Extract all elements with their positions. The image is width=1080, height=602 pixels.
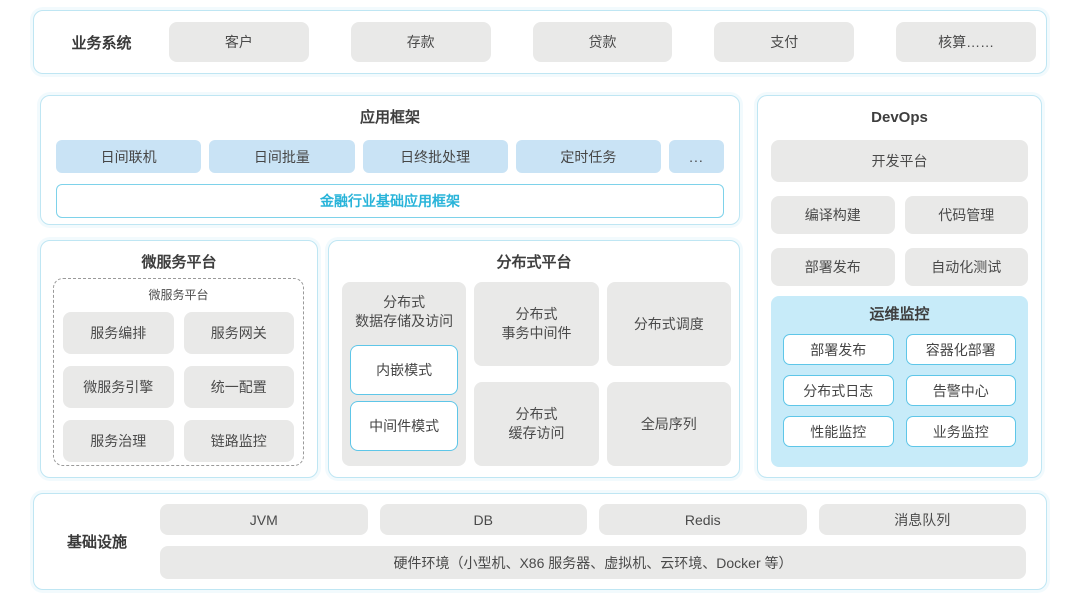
ops-item: 告警中心 (905, 375, 1016, 406)
distributed-storage-title: 分布式 数据存储及访问 (355, 294, 454, 329)
microservice-platform-card: 微服务平台 微服务平台 服务编排 服务网关 微服务引擎 统一配置 服务治理 链路… (40, 240, 318, 478)
app-framework-card: 应用框架 日间联机 日间批量 日终批处理 定时任务 ... 金融行业基础应用框架 (40, 95, 740, 225)
devops-tool: 部署发布 (771, 248, 895, 286)
infrastructure-item: JVM (160, 504, 368, 535)
business-item: 客户 (169, 22, 309, 62)
ops-monitoring-grid: 部署发布 容器化部署 分布式日志 告警中心 性能监控 业务监控 (783, 334, 1016, 447)
distributed-tx-middleware: 分布式 事务中间件 (474, 282, 599, 366)
distributed-storage-column: 分布式 数据存储及访问 内嵌模式 中间件模式 (342, 282, 467, 466)
app-module: 日间联机 (56, 140, 202, 173)
ops-monitoring-panel: 运维监控 部署发布 容器化部署 分布式日志 告警中心 性能监控 业务监控 (771, 296, 1028, 467)
microservice-item: 服务网关 (183, 312, 294, 354)
devops-title: DevOps (871, 109, 928, 126)
business-item: 存款 (350, 22, 491, 62)
ops-item: 性能监控 (783, 416, 894, 447)
microservice-platform-title: 微服务平台 (141, 254, 217, 271)
app-module-ellipsis: ... (669, 140, 724, 173)
storage-mode-middleware: 中间件模式 (350, 401, 459, 451)
storage-mode-embedded: 内嵌模式 (350, 345, 459, 395)
distributed-platform-card: 分布式平台 分布式 数据存储及访问 内嵌模式 中间件模式 分布式 事务中间件 分… (328, 240, 740, 478)
devops-card: DevOps 开发平台 编译构建 代码管理 部署发布 自动化测试 运维监控 部署… (757, 95, 1042, 478)
devops-tool: 编译构建 (771, 196, 895, 234)
dev-platform-box: 开发平台 (771, 140, 1028, 182)
microservice-item: 统一配置 (183, 366, 294, 408)
microservice-item: 服务治理 (63, 420, 174, 462)
distributed-cache-access: 分布式 缓存访问 (474, 382, 599, 466)
ops-monitoring-title: 运维监控 (869, 306, 930, 323)
ops-item: 业务监控 (905, 416, 1016, 447)
business-item: 核算…… (896, 22, 1036, 62)
devops-tools-row: 部署发布 自动化测试 (771, 248, 1028, 286)
business-item: 支付 (714, 22, 855, 62)
infrastructure-row: JVM DB Redis 消息队列 (160, 504, 1026, 535)
app-module: 日终批处理 (362, 140, 508, 173)
microservice-grid: 服务编排 服务网关 微服务引擎 统一配置 服务治理 链路监控 (63, 312, 294, 462)
business-item: 贷款 (532, 22, 673, 62)
infrastructure-content: JVM DB Redis 消息队列 硬件环境（小型机、X86 服务器、虚拟机、云… (160, 504, 1026, 579)
microservice-item: 微服务引擎 (63, 366, 174, 408)
devops-tools-row: 编译构建 代码管理 (771, 196, 1028, 234)
infrastructure-item: DB (379, 504, 587, 535)
ops-item: 容器化部署 (905, 334, 1016, 365)
infrastructure-item: Redis (599, 504, 807, 535)
infrastructure-label: 基础设施 (66, 534, 127, 551)
microservice-item: 链路监控 (183, 420, 294, 462)
business-systems-row: 客户 存款 贷款 支付 核算…… (169, 22, 1036, 62)
microservice-inner-title: 微服务平台 (148, 288, 209, 302)
business-systems-card: 业务系统 客户 存款 贷款 支付 核算…… (33, 10, 1047, 74)
microservice-inner-box: 微服务平台 服务编排 服务网关 微服务引擎 统一配置 服务治理 链路监控 (53, 278, 304, 466)
distributed-platform-title: 分布式平台 (496, 254, 572, 271)
distributed-storage-box: 分布式 数据存储及访问 内嵌模式 中间件模式 (342, 282, 467, 466)
app-module: 定时任务 (515, 140, 661, 173)
infrastructure-item: 消息队列 (818, 504, 1026, 535)
devops-tool: 自动化测试 (904, 248, 1028, 286)
app-module: 日间批量 (209, 140, 355, 173)
ops-item: 部署发布 (783, 334, 894, 365)
distributed-right-column: 分布式调度 全局序列 (606, 282, 731, 466)
business-systems-label: 业务系统 (71, 34, 132, 52)
distributed-middle-column: 分布式 事务中间件 分布式 缓存访问 (474, 282, 599, 466)
distributed-columns: 分布式 数据存储及访问 内嵌模式 中间件模式 分布式 事务中间件 分布式 缓存访… (342, 282, 731, 466)
distributed-global-sequence: 全局序列 (606, 382, 731, 466)
base-app-framework-banner: 金融行业基础应用框架 (56, 184, 724, 218)
hardware-environment-box: 硬件环境（小型机、X86 服务器、虚拟机、云环境、Docker 等） (160, 546, 1026, 579)
app-framework-title: 应用框架 (359, 109, 420, 126)
infrastructure-card: 基础设施 JVM DB Redis 消息队列 硬件环境（小型机、X86 服务器、… (33, 493, 1047, 590)
distributed-scheduler: 分布式调度 (606, 282, 731, 366)
devops-tool: 代码管理 (904, 196, 1028, 234)
ops-item: 分布式日志 (783, 375, 894, 406)
microservice-item: 服务编排 (63, 312, 174, 354)
app-framework-modules: 日间联机 日间批量 日终批处理 定时任务 ... (56, 140, 724, 173)
